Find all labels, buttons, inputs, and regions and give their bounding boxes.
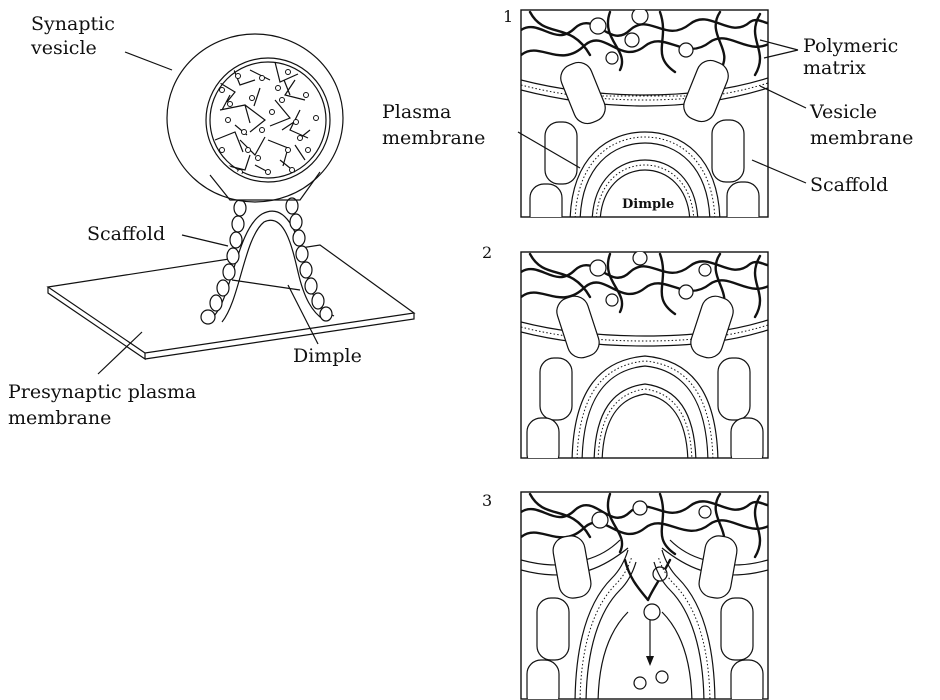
label-dimple-inner: Dimple <box>622 197 674 212</box>
label-synaptic-vesicle: Synaptic vesicle <box>30 13 121 59</box>
label-vesicle-membrane: Vesicle membrane <box>809 101 913 149</box>
leader-scaffold <box>182 235 228 246</box>
panel-2: 2 <box>482 243 775 468</box>
label-scaffold-right: Scaffold <box>810 174 888 196</box>
synaptic-vesicle-sphere <box>167 34 343 202</box>
label-presynaptic-membrane: Presynaptic plasma membrane <box>8 381 202 429</box>
leader-synaptic-vesicle <box>125 52 172 70</box>
panel-3-number: 3 <box>482 491 492 510</box>
overview-illustration: Synaptic vesicle Scaffold Dimple Presyna… <box>8 13 414 429</box>
label-polymeric-matrix: Polymeric matrix <box>803 35 904 79</box>
label-dimple: Dimple <box>293 345 362 367</box>
label-plasma-membrane: Plasma membrane <box>382 101 485 149</box>
panel-1: 1 <box>503 7 775 234</box>
panel-2-number: 2 <box>482 243 492 262</box>
panel-1-number: 1 <box>503 7 513 26</box>
panel-3: 3 <box>482 491 775 700</box>
label-scaffold: Scaffold <box>87 223 165 245</box>
